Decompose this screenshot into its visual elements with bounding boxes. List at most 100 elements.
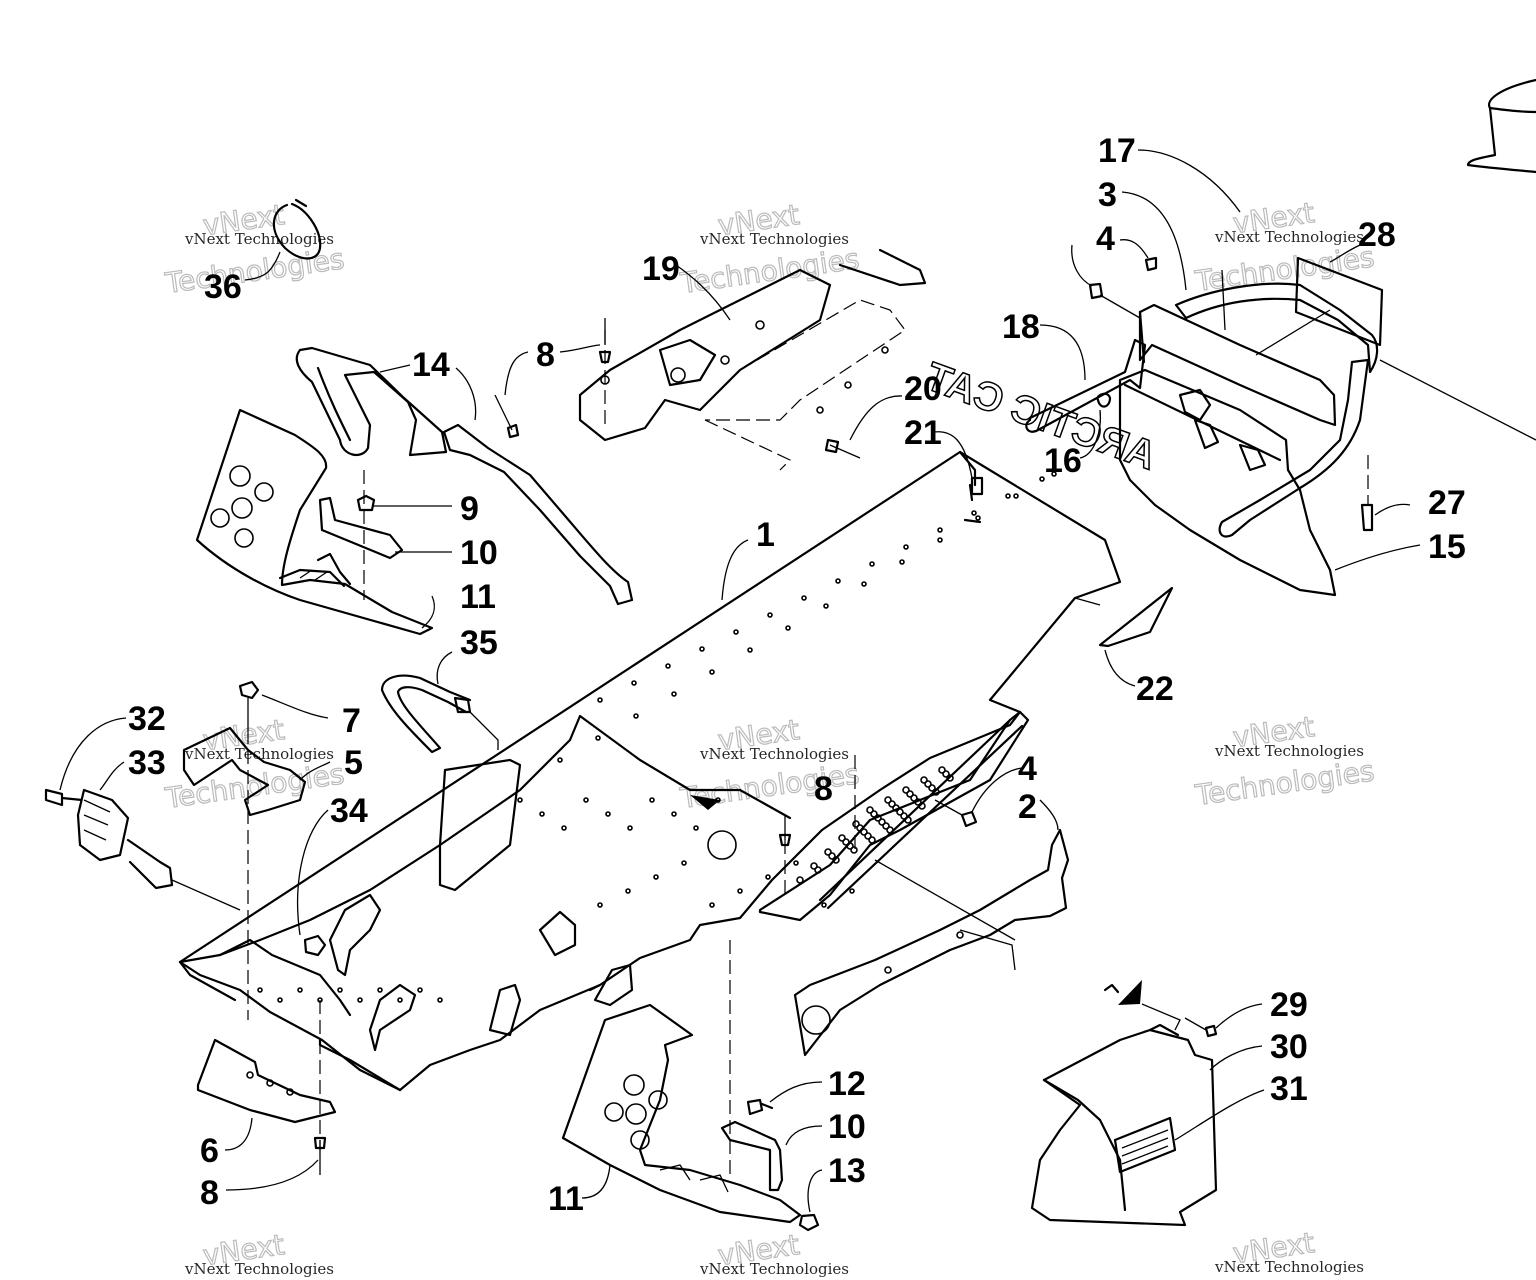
- rivet-hole: [785, 625, 791, 631]
- part-36-clamp: [244, 198, 322, 281]
- rivet-hole: [899, 559, 905, 565]
- callout-14: 14: [412, 346, 450, 384]
- rivet-hole: [627, 825, 633, 831]
- callout-6: 6: [200, 1132, 219, 1170]
- rivet-hole: [878, 818, 886, 826]
- rivet-hole: [906, 790, 914, 798]
- rivet-hole: [671, 691, 677, 697]
- rivet-hole: [928, 784, 936, 792]
- callout-9: 9: [460, 490, 479, 528]
- rivet-hole: [649, 797, 655, 803]
- rivet-hole: [884, 796, 892, 804]
- watermark-text: vNext Technologies: [699, 745, 849, 763]
- watermark: Technologies vNext vNext Technologies: [162, 198, 347, 301]
- rivet-hole: [693, 825, 699, 831]
- rivet-hole: [942, 770, 950, 778]
- part-5-7-bracket: [182, 680, 331, 1020]
- rivet-hole: [377, 987, 383, 993]
- part-12-10-13: [720, 1081, 823, 1232]
- callout-35: 35: [460, 624, 498, 662]
- rivet-hole: [924, 780, 932, 788]
- callout-31: 31: [1270, 1070, 1308, 1108]
- part-2-rail: [793, 799, 1070, 1057]
- callout-34: 34: [330, 792, 368, 830]
- rivet-hole: [852, 820, 860, 828]
- rivet-hole: [633, 713, 639, 719]
- callout-16: 16: [1044, 442, 1082, 480]
- callout-2: 2: [1018, 788, 1037, 826]
- rivet-hole: [849, 888, 855, 894]
- callout-32: 32: [128, 700, 166, 738]
- rivet-hole: [595, 735, 601, 741]
- rivet-hole: [699, 646, 705, 652]
- callout-17: 17: [1098, 132, 1136, 170]
- rivet-hole: [832, 856, 840, 864]
- part-34-grommet: [297, 809, 329, 957]
- rivet-hole: [767, 612, 773, 618]
- rivet-hole: [938, 766, 946, 774]
- rivet-hole: [397, 997, 403, 1003]
- rivet-hole: [539, 811, 545, 817]
- callout-33: 33: [128, 744, 166, 782]
- rivet-hole: [874, 814, 882, 822]
- rivet-hole: [793, 860, 799, 866]
- callout-12: 12: [828, 1065, 866, 1103]
- watermark-text: vNext Technologies: [1214, 742, 1364, 760]
- part-11-upper-plate: [195, 408, 436, 636]
- part-19-panel: [559, 248, 927, 471]
- rivet-hole: [860, 828, 868, 836]
- rivet-hole: [297, 987, 303, 993]
- callout-8-top: 8: [536, 336, 555, 374]
- rivet-hole: [625, 888, 631, 894]
- rivet-hole: [835, 578, 841, 584]
- watermark-big: Technologies: [1193, 240, 1377, 298]
- rivet-hole: [1039, 476, 1045, 482]
- rivet-hole: [946, 774, 954, 782]
- rivet-hole: [918, 802, 926, 810]
- step-plate: [758, 710, 1030, 922]
- rivet-hole: [277, 997, 283, 1003]
- tunnel-rivets: [257, 471, 1057, 1003]
- part-9-10-bracket: [316, 470, 452, 600]
- rivet-hole: [796, 876, 804, 884]
- rivet-hole: [975, 515, 981, 521]
- rivet-hole: [861, 581, 867, 587]
- rivet-hole: [709, 902, 715, 908]
- perforations: [796, 766, 954, 884]
- rivet-hole: [900, 812, 908, 820]
- rivet-hole: [437, 997, 443, 1003]
- rivet-hole: [888, 800, 896, 808]
- rivet-hole: [631, 680, 637, 686]
- part-22-decal: [1074, 586, 1174, 687]
- rivet-hole: [597, 697, 603, 703]
- rivet-hole: [814, 866, 822, 874]
- flap-decal-text: ARCTIC CAT: [920, 355, 1162, 479]
- callout-28: 28: [1358, 216, 1396, 254]
- rivet-hole: [866, 806, 874, 814]
- watermark-big: Technologies: [163, 757, 347, 815]
- rivet-hole: [856, 824, 864, 832]
- part-11-lower-plate: [561, 940, 802, 1224]
- rivet-hole: [671, 811, 677, 817]
- rivet-hole: [557, 757, 563, 763]
- rivet-hole: [1005, 493, 1011, 499]
- rivet-hole: [257, 987, 263, 993]
- rivet-hole: [902, 786, 910, 794]
- rivet-hole: [903, 544, 909, 550]
- part-8-arm: [442, 351, 634, 606]
- rivet-hole: [681, 860, 687, 866]
- callout-11-upper: 11: [460, 578, 496, 616]
- callout-36: 36: [204, 268, 242, 306]
- watermark: Technologies vNext vNext Technologies: [1192, 196, 1377, 299]
- callout-8-mid: 8: [814, 770, 833, 808]
- callout-3: 3: [1098, 176, 1117, 214]
- rivet-hole: [417, 987, 423, 993]
- rivet-hole: [842, 838, 850, 846]
- callout-30: 30: [1270, 1028, 1308, 1066]
- rivet-hole: [821, 902, 827, 908]
- callout-7: 7: [342, 702, 361, 740]
- rivet-hole: [920, 776, 928, 784]
- watermark-text: vNext Technologies: [699, 1260, 849, 1278]
- partial-part-top-right: [1466, 78, 1536, 174]
